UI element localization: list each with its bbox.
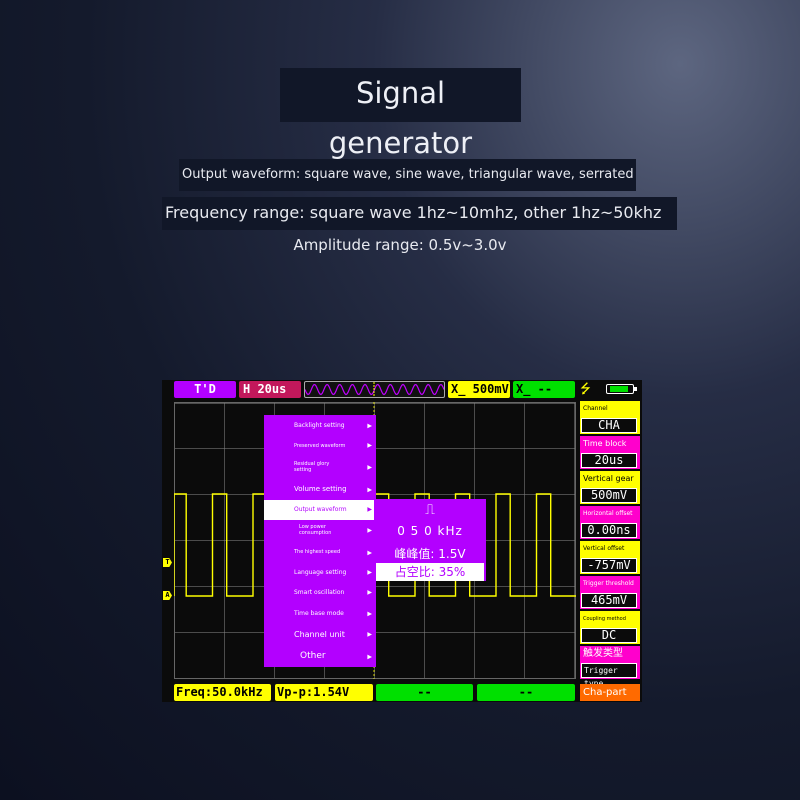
trigger-edge-icon: ⭍	[580, 382, 591, 397]
peak-to-peak-measurement[interactable]: Vp-p:1.54V	[275, 684, 373, 701]
menu-item-channel-unit[interactable]: Channel unit▶	[264, 624, 376, 646]
chevron-right-icon: ▶	[367, 422, 372, 429]
sine-wave-icon	[304, 382, 445, 397]
chevron-right-icon: ▶	[367, 486, 372, 493]
chevron-right-icon: ▶	[367, 549, 372, 556]
trigger-type-setting[interactable]: 触发类型 Trigger type	[580, 646, 640, 688]
cha-part-button[interactable]: Cha-part	[580, 684, 640, 701]
menu-item-backlight[interactable]: Backlight setting▶	[264, 415, 376, 436]
page-title: Signal generator	[280, 68, 521, 160]
measurement-slot-3[interactable]: --	[376, 684, 473, 701]
chevron-right-icon: ▶	[367, 506, 372, 513]
output-frequency[interactable]: 0 5 0 kHz	[397, 524, 463, 538]
chevron-right-icon: ▶	[367, 631, 372, 638]
trigger-threshold-setting[interactable]: Trigger threshold 465mV	[580, 576, 640, 609]
square-wave-icon[interactable]: ⎍	[425, 502, 435, 518]
channel-setting[interactable]: Channel CHA	[580, 401, 640, 434]
battery-icon	[606, 384, 637, 394]
settings-menu: Backlight setting▶ Preserved waveform▶ R…	[264, 415, 376, 667]
menu-item-smart-oscillation[interactable]: Smart oscillation▶	[264, 583, 376, 603]
menu-item-language[interactable]: Language setting▶	[264, 563, 376, 583]
output-duty-cycle[interactable]: 占空比: 35%	[376, 563, 484, 581]
amplitude-description: Amplitude range: 0.5v~3.0v	[293, 236, 507, 254]
chevron-right-icon: ▶	[367, 463, 372, 471]
menu-item-highest-speed[interactable]: The highest speed▶	[264, 542, 376, 563]
channel-a-marker[interactable]: A	[163, 591, 172, 600]
trigger-level-marker[interactable]: T	[163, 558, 172, 567]
chevron-right-icon: ▶	[367, 442, 372, 449]
frequency-description: Frequency range: square wave 1hz~10mhz, …	[162, 197, 677, 230]
waveform-overview	[304, 381, 445, 398]
menu-item-preserved-waveform[interactable]: Preserved waveform▶	[264, 436, 376, 456]
vertical-offset-setting[interactable]: Vertical offset -757mV	[580, 541, 640, 574]
output-peak-to-peak[interactable]: 峰峰值: 1.5V	[394, 547, 466, 561]
chevron-right-icon: ▶	[367, 589, 372, 596]
waveform-description: Output waveform: square wave, sine wave,…	[179, 159, 636, 214]
menu-item-volume[interactable]: Volume setting▶	[264, 479, 376, 500]
chevron-right-icon: ▶	[367, 610, 372, 617]
vertical-gear-setting[interactable]: Vertical gear 500mV	[580, 471, 640, 504]
vertical-scale-indicator[interactable]: X̲ 500mV	[448, 381, 510, 398]
timebase-indicator[interactable]: H 20us	[239, 381, 301, 398]
menu-item-time-base[interactable]: Time base mode▶	[264, 603, 376, 624]
output-waveform-submenu: ⎍ 0 5 0 kHz 峰峰值: 1.5V 占空比: 35%	[374, 499, 486, 581]
coupling-method-setting[interactable]: Coupling method DC	[580, 611, 640, 644]
chevron-right-icon: ▶	[367, 653, 372, 660]
chevron-right-icon: ▶	[367, 569, 372, 576]
menu-item-low-power[interactable]: Low power consumption▶	[299, 524, 372, 536]
frequency-measurement[interactable]: Freq:50.0kHz	[174, 684, 271, 701]
measurement-slot-4[interactable]: --	[477, 684, 575, 701]
time-block-setting[interactable]: Time block 20us	[580, 436, 640, 469]
menu-item-output-waveform[interactable]: Output waveform▶	[264, 500, 376, 520]
oscilloscope-screen: T'D H 20us X̲ 500mV X̲ -- ⭍ T A Backligh…	[162, 380, 642, 702]
channel2-indicator[interactable]: X̲ --	[513, 381, 575, 398]
menu-item-residual-glory[interactable]: Residual glory setting▶	[294, 461, 372, 473]
run-mode-indicator[interactable]: T'D	[174, 381, 236, 398]
menu-item-other[interactable]: Other▶	[264, 646, 376, 667]
chevron-right-icon: ▶	[367, 527, 372, 534]
horizontal-offset-setting[interactable]: Horizontal offset 0.00ns	[580, 506, 640, 539]
